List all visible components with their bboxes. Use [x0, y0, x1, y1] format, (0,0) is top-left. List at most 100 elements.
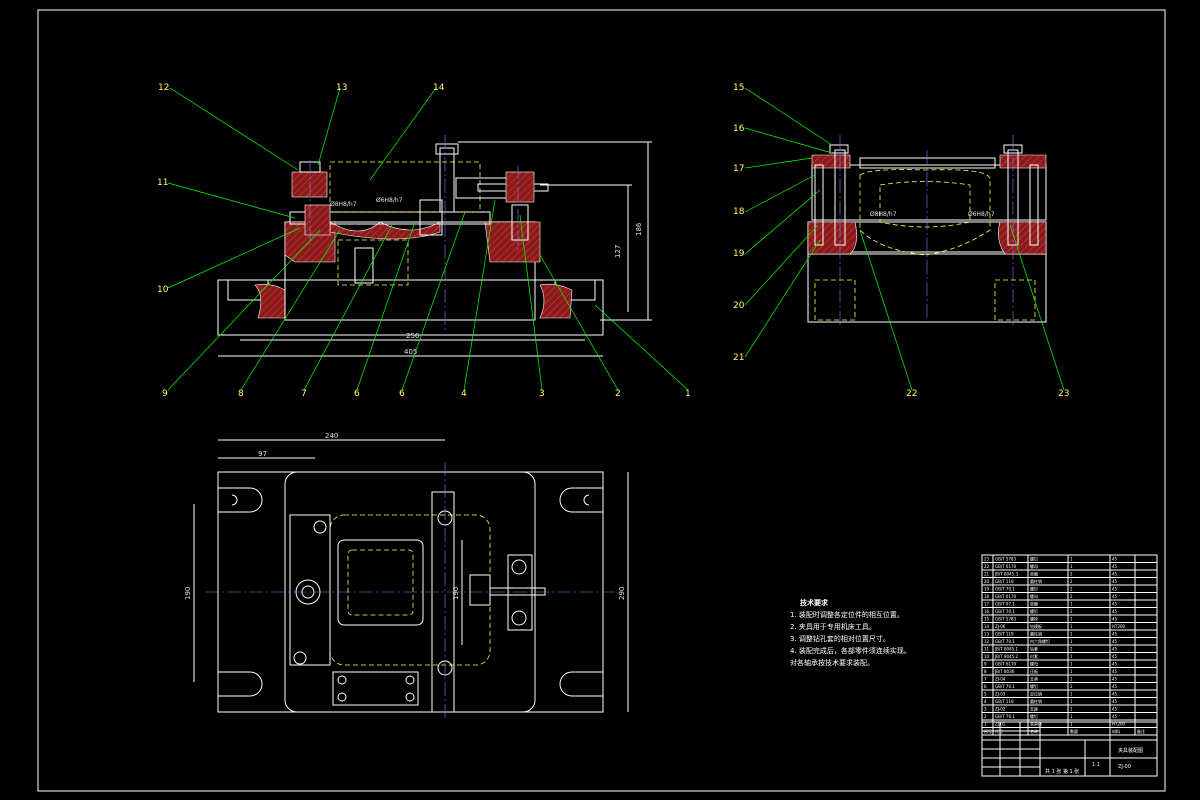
- bom-cell: 螺钉: [1030, 556, 1038, 562]
- bom-cell: GB/T 97.1: [995, 602, 1015, 607]
- bom-cell: 1: [1070, 722, 1073, 727]
- bom-cell: 螺母: [1030, 661, 1038, 667]
- top-dim-left-height: 190: [184, 587, 192, 600]
- bom-cell: 内六角螺钉: [1030, 638, 1050, 644]
- bom-cell: 20: [984, 579, 990, 584]
- bom-cell: ZJ-04: [995, 677, 1006, 682]
- bom-cell: 18: [984, 594, 990, 599]
- bom-cell: 23: [984, 557, 990, 562]
- bom-cell: 14: [984, 624, 990, 629]
- bom-cell: JB/T 8045.1: [994, 647, 1018, 652]
- bom-cell: 45: [1112, 564, 1118, 569]
- bom-cell: 45: [1112, 572, 1118, 577]
- tech-line-4: 4. 装配完成后，各部零件须连续实现。: [790, 646, 911, 655]
- top-dim-mid-height: 190: [452, 587, 460, 600]
- front-label-8: 8: [238, 389, 244, 399]
- bom-cell: 45: [1112, 617, 1118, 622]
- bom-cell: 螺钉: [1030, 713, 1038, 719]
- tech-requirements: 技术要求 1. 装配时调整各定位件的相互位置。 2. 夹具用于专用机床工具。 3…: [790, 598, 911, 667]
- side-fit-right: Ø6H8/h7: [968, 211, 995, 218]
- bom-cell: 压板: [1030, 668, 1038, 674]
- bom-cell: GB/T 70.1: [995, 639, 1015, 644]
- bom-cell: GB/T 5783: [995, 617, 1017, 622]
- bom-cell: 支承: [1030, 676, 1038, 682]
- bom-cell: 45: [1112, 669, 1118, 674]
- bom-cell: 1: [1070, 639, 1073, 644]
- front-label-13: 13: [336, 83, 347, 93]
- bom-cell: 19: [984, 587, 990, 592]
- bom-cell: 16: [984, 609, 990, 614]
- bom-cell: GB/T 119: [995, 632, 1014, 637]
- bom-cell: 11: [984, 647, 990, 652]
- front-label-3: 3: [539, 389, 545, 399]
- bom-cell: 2: [1070, 684, 1073, 689]
- bom-cell: 1: [1070, 669, 1073, 674]
- front-fit-right: Ø6H8/h7: [376, 197, 403, 204]
- bom-cell: 8: [984, 669, 987, 674]
- side-label-16: 16: [733, 124, 745, 134]
- bom-cell: 4: [984, 699, 987, 704]
- bom-cell: GB/T 119: [995, 699, 1014, 704]
- bom-cell: ZJ-06: [995, 624, 1006, 629]
- bom-cell: GB/T 5783: [995, 557, 1017, 562]
- bom-cell: 45: [1112, 692, 1118, 697]
- bom-cell: JB/T 8036: [994, 669, 1015, 674]
- bom-cell: 圆柱销: [1030, 578, 1042, 584]
- bom-cell: GB/T 6170: [995, 662, 1017, 667]
- bom-cell: 45: [1112, 602, 1118, 607]
- bom-cell: 2: [984, 714, 987, 719]
- bom-cell: 1: [1070, 602, 1073, 607]
- bom-cell: 5: [984, 692, 987, 697]
- side-label-22: 22: [906, 389, 917, 399]
- side-label-20: 20: [733, 301, 745, 311]
- front-label-4: 4: [461, 389, 467, 399]
- title-block-sheet: 共 1 张 第 1 张: [1045, 768, 1079, 775]
- front-label-6a: 6: [354, 389, 360, 399]
- bom-cell: 1: [1070, 632, 1073, 637]
- bom-cell: 垫圈: [1030, 601, 1038, 607]
- bom-cell: 1: [1070, 707, 1073, 712]
- front-label-10: 10: [157, 285, 169, 295]
- top-dim-inner: 97: [258, 450, 267, 458]
- bom-cell: GB/T 119: [995, 579, 1014, 584]
- title-block-scale: 1:1: [1092, 762, 1100, 768]
- front-label-14: 14: [433, 83, 445, 93]
- bom-cell: 45: [1112, 579, 1118, 584]
- bom-cell: 钻模板: [1030, 623, 1042, 629]
- bom-cell: HT200: [1112, 722, 1126, 727]
- bom-header-cell: 数量: [1070, 728, 1078, 734]
- title-block-drawing-no: ZJ-00: [1118, 764, 1131, 770]
- bom-cell: 45: [1112, 684, 1118, 689]
- front-label-6b: 6: [399, 389, 405, 399]
- bom-cell: 圆柱销: [1030, 631, 1042, 637]
- bom-cell: HT200: [1112, 624, 1126, 629]
- front-dim-inner-height: 127: [614, 245, 622, 258]
- bom-cell: 45: [1112, 654, 1118, 659]
- bom-cell: 钻套: [1030, 646, 1038, 652]
- bom-cell: 1: [984, 722, 987, 727]
- front-label-9: 9: [162, 389, 168, 399]
- bom-cell: ZJ-02: [995, 707, 1006, 712]
- front-dim-inner-width: 256: [406, 332, 420, 340]
- bom-cell: 21: [984, 572, 990, 577]
- front-label-7: 7: [301, 389, 307, 399]
- front-label-12: 12: [158, 83, 169, 93]
- bom-cell: 45: [1112, 699, 1118, 704]
- bom-cell: 2: [1070, 647, 1073, 652]
- bom-cell: 15: [984, 617, 990, 622]
- bom-cell: 45: [1112, 677, 1118, 682]
- bom-cell: 12: [984, 639, 990, 644]
- bom-header-cell: 材料: [1112, 728, 1120, 734]
- tech-line-1: 1. 装配时调整各定位件的相互位置。: [790, 610, 904, 619]
- bom-cell: GB/T 6170: [995, 594, 1017, 599]
- tech-line-3: 3. 调整钻孔套的相对位置尺寸。: [790, 634, 890, 643]
- front-label-11: 11: [157, 178, 168, 188]
- top-view: 240 97 190 190 290: [184, 432, 629, 720]
- side-label-19: 19: [733, 249, 745, 259]
- bom-cell: 45: [1112, 662, 1118, 667]
- bom-cell: 1: [1070, 617, 1073, 622]
- tech-line-5: 对各轴承按技术要求装配。: [790, 658, 874, 667]
- side-fit-left: Ø8H8/h7: [870, 211, 897, 218]
- bom-cell: GB/T 70.1: [995, 587, 1015, 592]
- bom-cell: 垫圈: [1030, 571, 1038, 577]
